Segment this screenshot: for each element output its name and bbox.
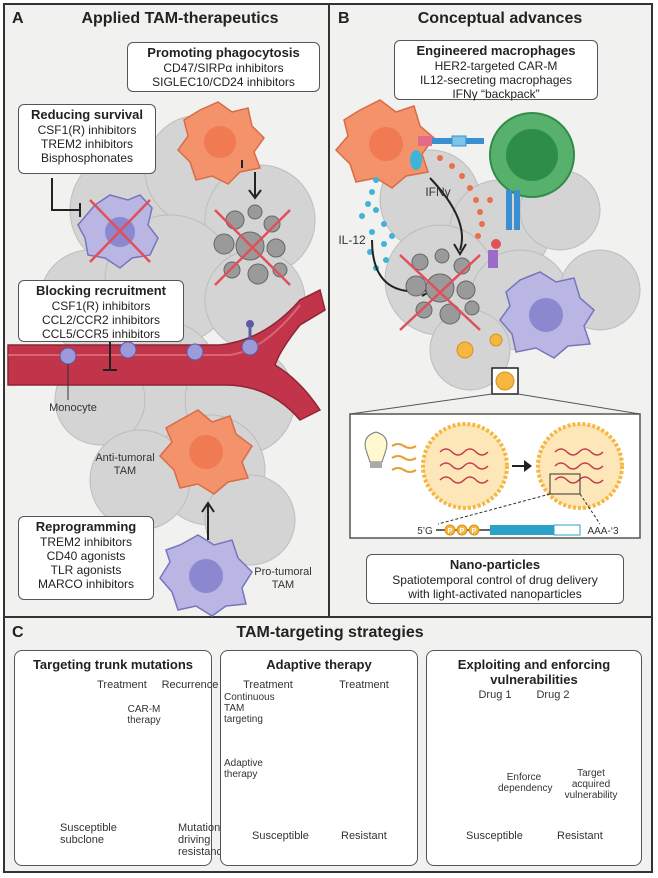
nano-line: with light-activated nanoparticles — [408, 587, 582, 601]
monocyte-label: Monocyte — [49, 402, 97, 414]
exploit-title: Exploiting and enforcing vulnerabilities — [457, 657, 611, 687]
nano-heading: Nano-particles — [449, 557, 541, 572]
phagocytosis-line: CD47/SIRPα inhibitors — [163, 61, 284, 75]
exploit-subpanel: Exploiting and enforcing vulnerabilities — [426, 650, 642, 866]
il12-label: IL-12 — [338, 233, 366, 247]
recruitment-line: CCL2/CCR2 inhibitors — [41, 313, 161, 327]
reprogramming-line: CD40 agonists — [46, 549, 126, 563]
cross-phagocytosis — [214, 209, 291, 286]
trunk-legend-susceptible: Susceptible subclone — [60, 822, 117, 846]
panel-a-title: Applied TAM-therapeutics — [81, 10, 279, 27]
exploit-drug-1: Drug 1 — [478, 689, 512, 701]
panel-c-title: TAM-targeting strategies — [236, 624, 424, 641]
adaptive-treatment-2: Treatment — [339, 679, 389, 691]
ppp-label: P — [447, 528, 453, 535]
nano-box: Nano-particles Spatiotemporal control of… — [366, 554, 624, 604]
trunk-legend-mutation: Mutation driving resistance — [178, 822, 229, 858]
survival-inhibit-arrow — [51, 178, 80, 211]
panel-b-letter: B — [338, 10, 350, 27]
survival-line: CSF1(R) inhibitors — [37, 123, 137, 137]
engineered-line: IL12-secreting macrophages — [419, 73, 573, 87]
adaptive-subpanel: Adaptive therapy — [220, 650, 418, 866]
reprogramming-line: MARCO inhibitors — [37, 577, 135, 591]
phagocytosis-line: SIGLEC10/CD24 inhibitors — [152, 75, 295, 89]
adaptive-label: Adaptive therapy — [224, 758, 263, 780]
trunk-treatment: Treatment — [97, 679, 147, 691]
trunk-title: Targeting trunk mutations — [32, 657, 194, 672]
engineered-heading: Engineered macrophages — [416, 43, 576, 58]
adaptive-title: Adaptive therapy — [266, 657, 372, 672]
engineered-line: IFNγ “backpack” — [452, 87, 540, 101]
reprogramming-line: TREM2 inhibitors — [39, 535, 133, 549]
trunk-carm: CAR-M therapy — [127, 704, 161, 726]
monocytes — [59, 338, 259, 365]
cross-b — [399, 254, 481, 331]
ppp-label: P — [471, 528, 477, 535]
exploit-enforce: Enforce dependency — [498, 772, 553, 794]
phagocytosis-heading: Promoting phagocytosis — [147, 45, 300, 60]
engineered-box: Engineered macrophages HER2-targeted CAR… — [394, 40, 598, 101]
ifng-dots — [437, 155, 493, 239]
panel-a-letter: A — [12, 10, 24, 27]
adaptive-treatment-1: Treatment — [243, 679, 293, 691]
engineered-line: HER2-targeted CAR-M — [434, 59, 558, 73]
survival-line: TREM2 inhibitors — [40, 137, 134, 151]
exploit-target: Target acquired vulnerability — [564, 768, 618, 801]
tumor-debris-b — [405, 248, 480, 325]
mrna-3-label: AAA-‘3 — [587, 526, 619, 537]
exploit-legend-susceptible: Susceptible — [466, 830, 523, 842]
recruitment-heading: Blocking recruitment — [35, 283, 167, 298]
nano-line: Spatiotemporal control of drug delivery — [392, 573, 598, 587]
recruitment-line: CSF1(R) inhibitors — [51, 299, 151, 313]
survival-line: Bisphosphonates — [40, 151, 134, 165]
cross-survival — [89, 199, 151, 263]
survival-box: Reducing survival CSF1(R) inhibitors TRE… — [18, 104, 156, 174]
adaptive-continuous: Continuous TAM targeting — [224, 692, 275, 725]
pro-tumoral-label: Pro-tumoral TAM — [254, 566, 312, 591]
panel-c-letter: C — [12, 624, 24, 641]
il12-dots — [359, 177, 395, 271]
ppp-2 — [456, 524, 468, 536]
adaptive-legend-resistant: Resistant — [341, 830, 387, 842]
phagocytosis-box: Promoting phagocytosis CD47/SIRPα inhibi… — [127, 42, 320, 92]
panel-b-title: Conceptual advances — [417, 10, 583, 27]
trunk-subpanel: Targeting trunk mutations — [14, 650, 212, 866]
exploit-legend-resistant: Resistant — [557, 830, 603, 842]
ppp-3 — [468, 524, 480, 536]
ppp-label: P — [459, 528, 465, 535]
anti-tumoral-label: Anti-tumoral TAM — [95, 452, 155, 477]
reprogramming-line: TLR agonists — [50, 563, 122, 577]
trunk-recurrence: Recurrence — [161, 679, 219, 691]
survival-heading: Reducing survival — [31, 107, 143, 122]
recruitment-line: CCL5/CCR5 inhibitors — [41, 327, 161, 341]
recruitment-box: Blocking recruitment CSF1(R) inhibitors … — [18, 280, 184, 342]
adaptive-legend-susceptible: Susceptible — [252, 830, 309, 842]
ppp-1 — [444, 524, 456, 536]
exploit-drug-2: Drug 2 — [536, 689, 570, 701]
reprogramming-heading: Reprogramming — [35, 519, 137, 534]
reprogramming-box: Reprogramming TREM2 inhibitors CD40 agon… — [18, 516, 154, 600]
ifng-label: IFNγ — [425, 185, 451, 199]
mrna-5-label: 5’G — [417, 526, 433, 537]
